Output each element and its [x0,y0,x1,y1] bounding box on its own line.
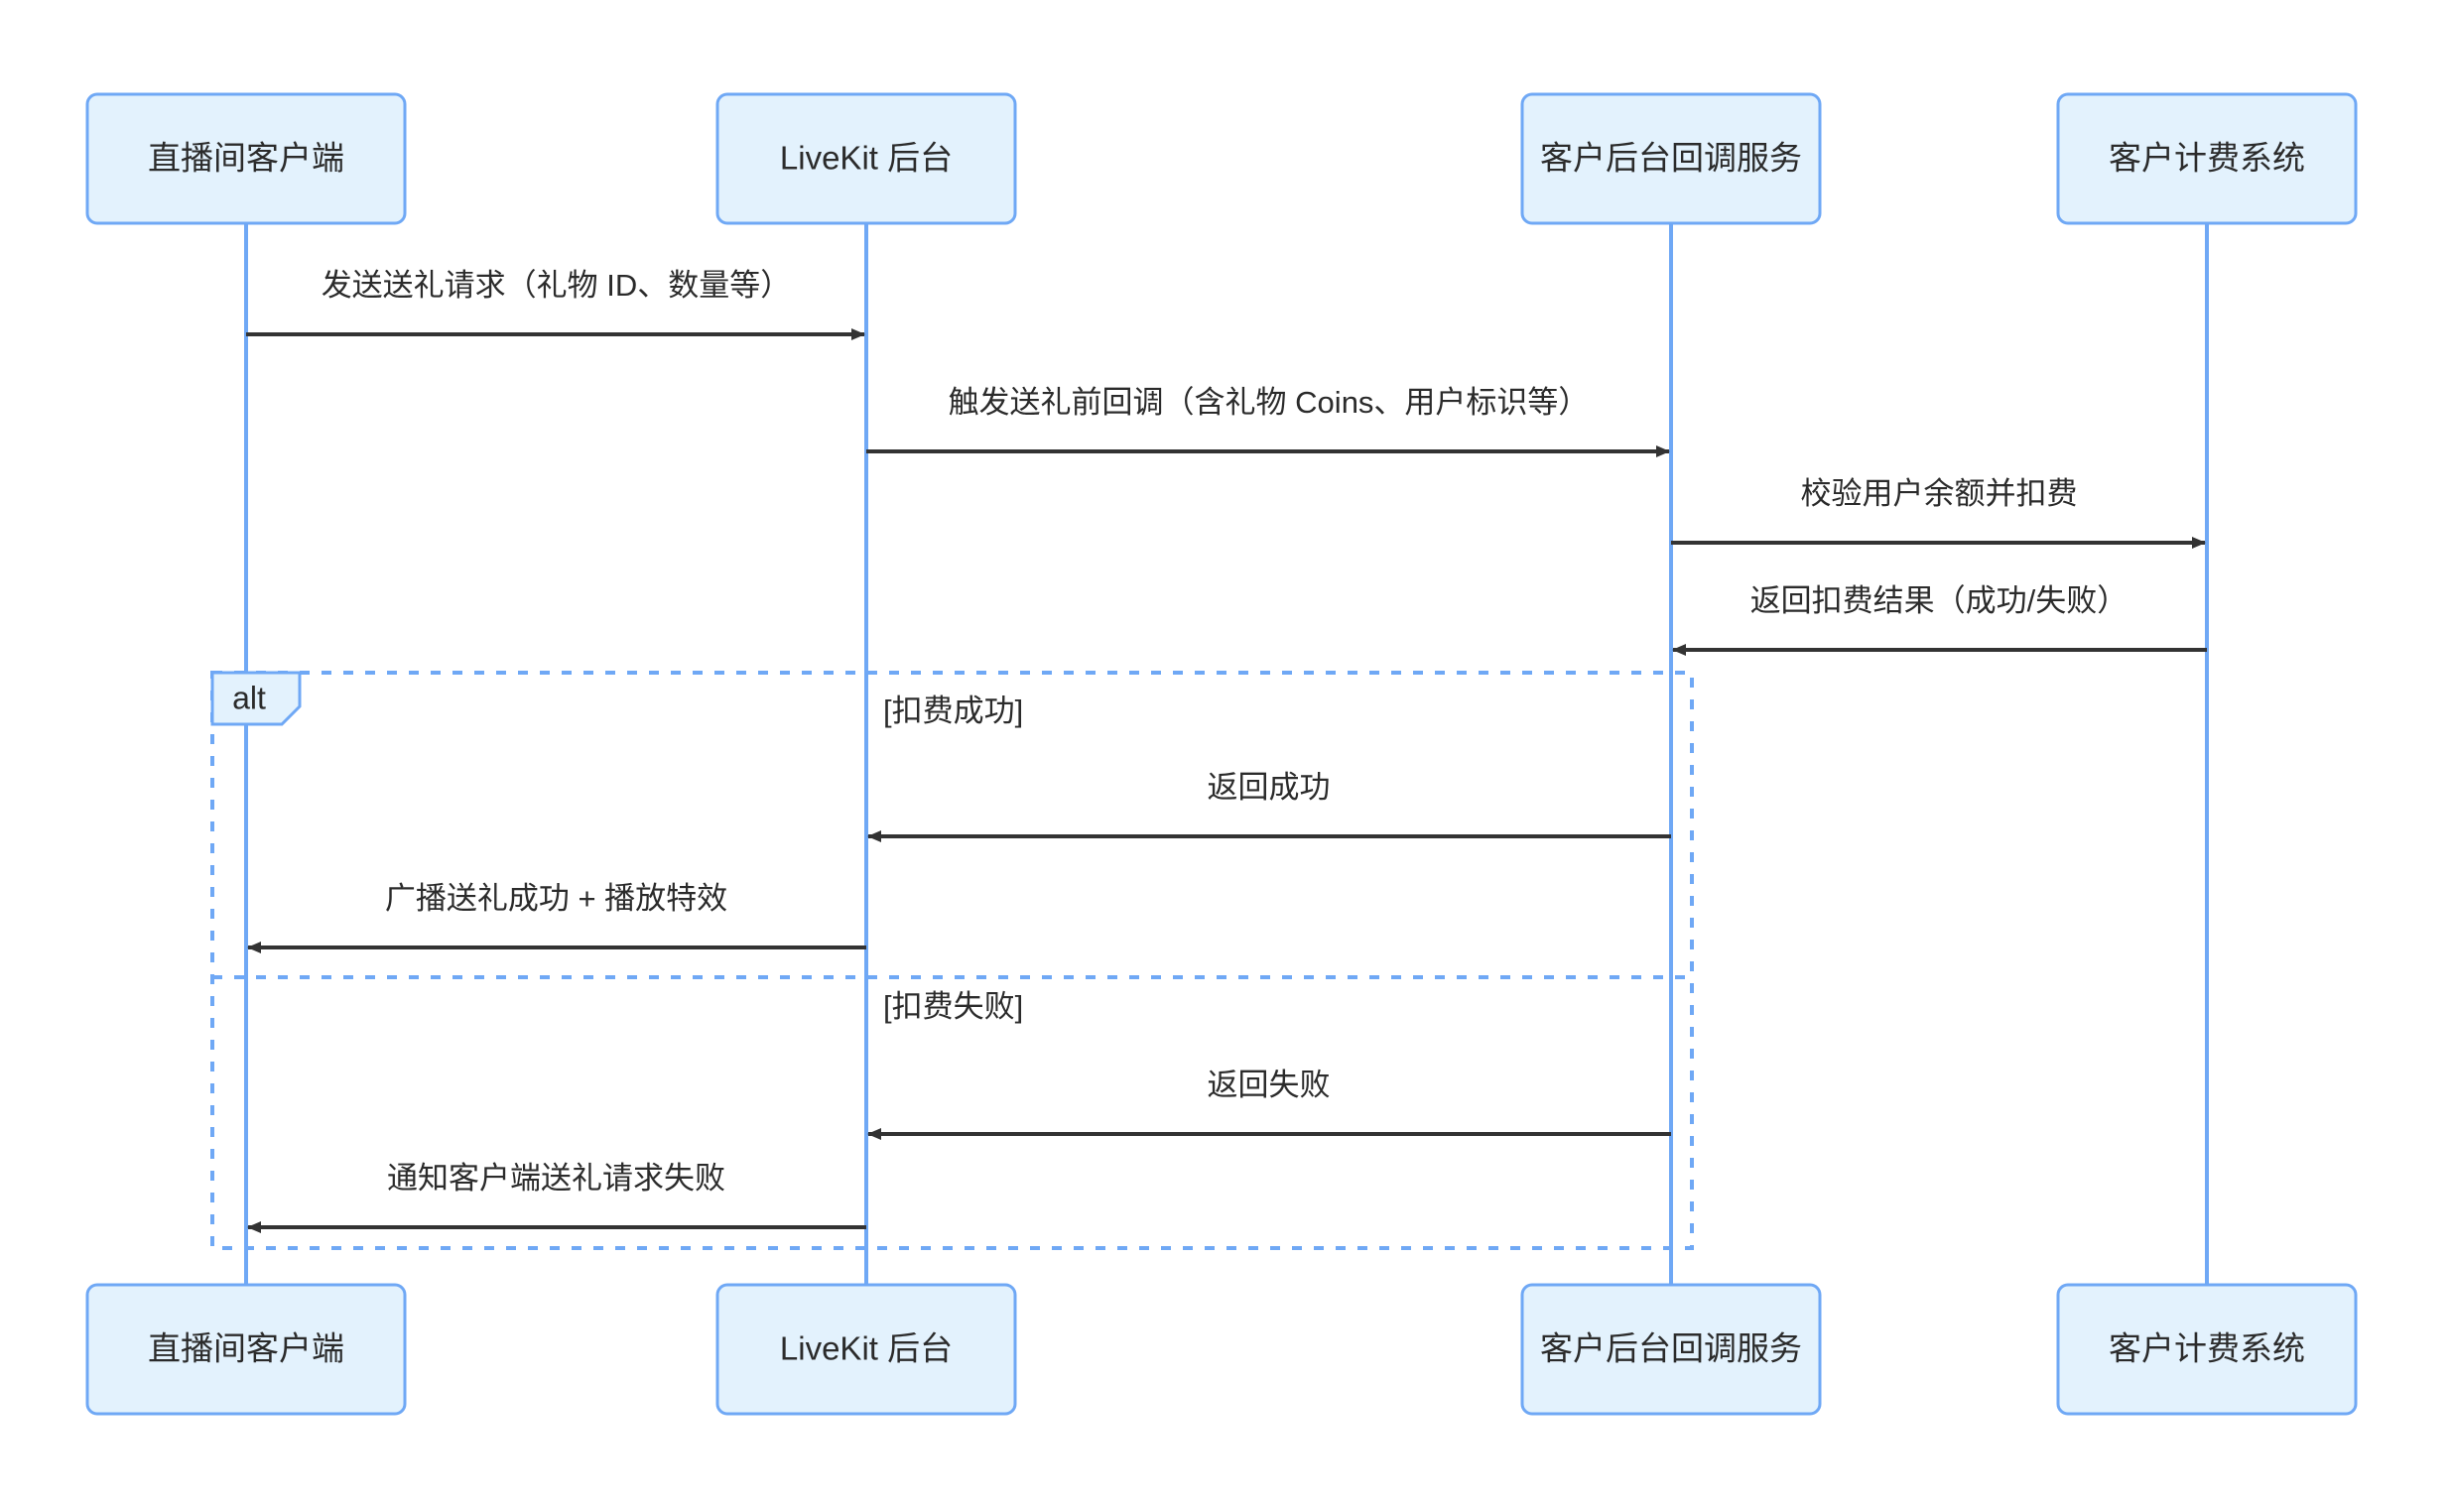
message-label-m3: 校验用户余额并扣费 [1801,476,2078,511]
actor-client-top[interactable]: 直播间客户端 [85,92,407,225]
alt-condition-0: [扣费成功] [883,693,1023,728]
actor-label-callback: 客户后台回调服务 [1540,1330,1802,1367]
alt-condition-1: [扣费失败] [883,989,1023,1024]
message-m7[interactable]: 返回失败 [867,1068,1671,1140]
message-m4[interactable]: 返回扣费结果（成功/失败） [1672,583,2207,656]
alt-operator-label: alt [232,680,266,715]
actor-livekit-bottom[interactable]: LiveKit 后台 [715,1283,1017,1416]
message-label-m4: 返回扣费结果（成功/失败） [1750,583,2128,618]
actor-label-livekit: LiveKit 后台 [780,1330,953,1367]
message-label-m1: 发送送礼请求（礼物 ID、数量等） [322,268,792,303]
actor-label-billing: 客户计费系统 [2109,1330,2305,1367]
actor-client-bottom[interactable]: 直播间客户端 [85,1283,407,1416]
actor-callback-top[interactable]: 客户后台回调服务 [1520,92,1822,225]
actor-livekit-top[interactable]: LiveKit 后台 [715,92,1017,225]
message-m1[interactable]: 发送送礼请求（礼物 ID、数量等） [246,268,865,340]
actor-label-livekit: LiveKit 后台 [780,140,953,177]
message-m2[interactable]: 触发送礼前回调（含礼物 Coins、用户标识等） [866,385,1670,457]
message-label-m5: 返回成功 [1208,770,1331,805]
actor-label-client: 直播间客户端 [148,140,344,177]
message-m5[interactable]: 返回成功 [867,770,1671,842]
lifelines-layer [244,223,2209,1285]
actor-callback-bottom[interactable]: 客户后台回调服务 [1520,1283,1822,1416]
actor-label-callback: 客户后台回调服务 [1540,140,1802,177]
message-label-m6: 广播送礼成功 + 播放特效 [385,881,727,916]
actor-label-client: 直播间客户端 [148,1330,344,1367]
message-label-m7: 返回失败 [1208,1068,1331,1102]
message-label-m8: 通知客户端送礼请求失败 [387,1161,725,1196]
message-m6[interactable]: 广播送礼成功 + 播放特效 [247,881,866,953]
alt-fragment: [扣费成功] [扣费失败] alt [210,671,1694,1250]
message-m8[interactable]: 通知客户端送礼请求失败 [247,1161,866,1233]
message-m3[interactable]: 校验用户余额并扣费 [1671,476,2206,549]
alt-operator-tag: alt [210,671,302,726]
actor-billing-top[interactable]: 客户计费系统 [2056,92,2358,225]
actor-billing-bottom[interactable]: 客户计费系统 [2056,1283,2358,1416]
message-label-m2: 触发送礼前回调（含礼物 Coins、用户标识等） [949,385,1590,420]
actor-boxes-top: 直播间客户端 LiveKit 后台 客户后台回调服务 客户计费系统 [85,92,2358,225]
actor-label-billing: 客户计费系统 [2109,140,2305,177]
messages-layer: 发送送礼请求（礼物 ID、数量等） 触发送礼前回调（含礼物 Coins、用户标识等… [246,268,2207,1233]
actor-boxes-bottom: 直播间客户端 LiveKit 后台 客户后台回调服务 客户计费系统 [85,1283,2358,1416]
